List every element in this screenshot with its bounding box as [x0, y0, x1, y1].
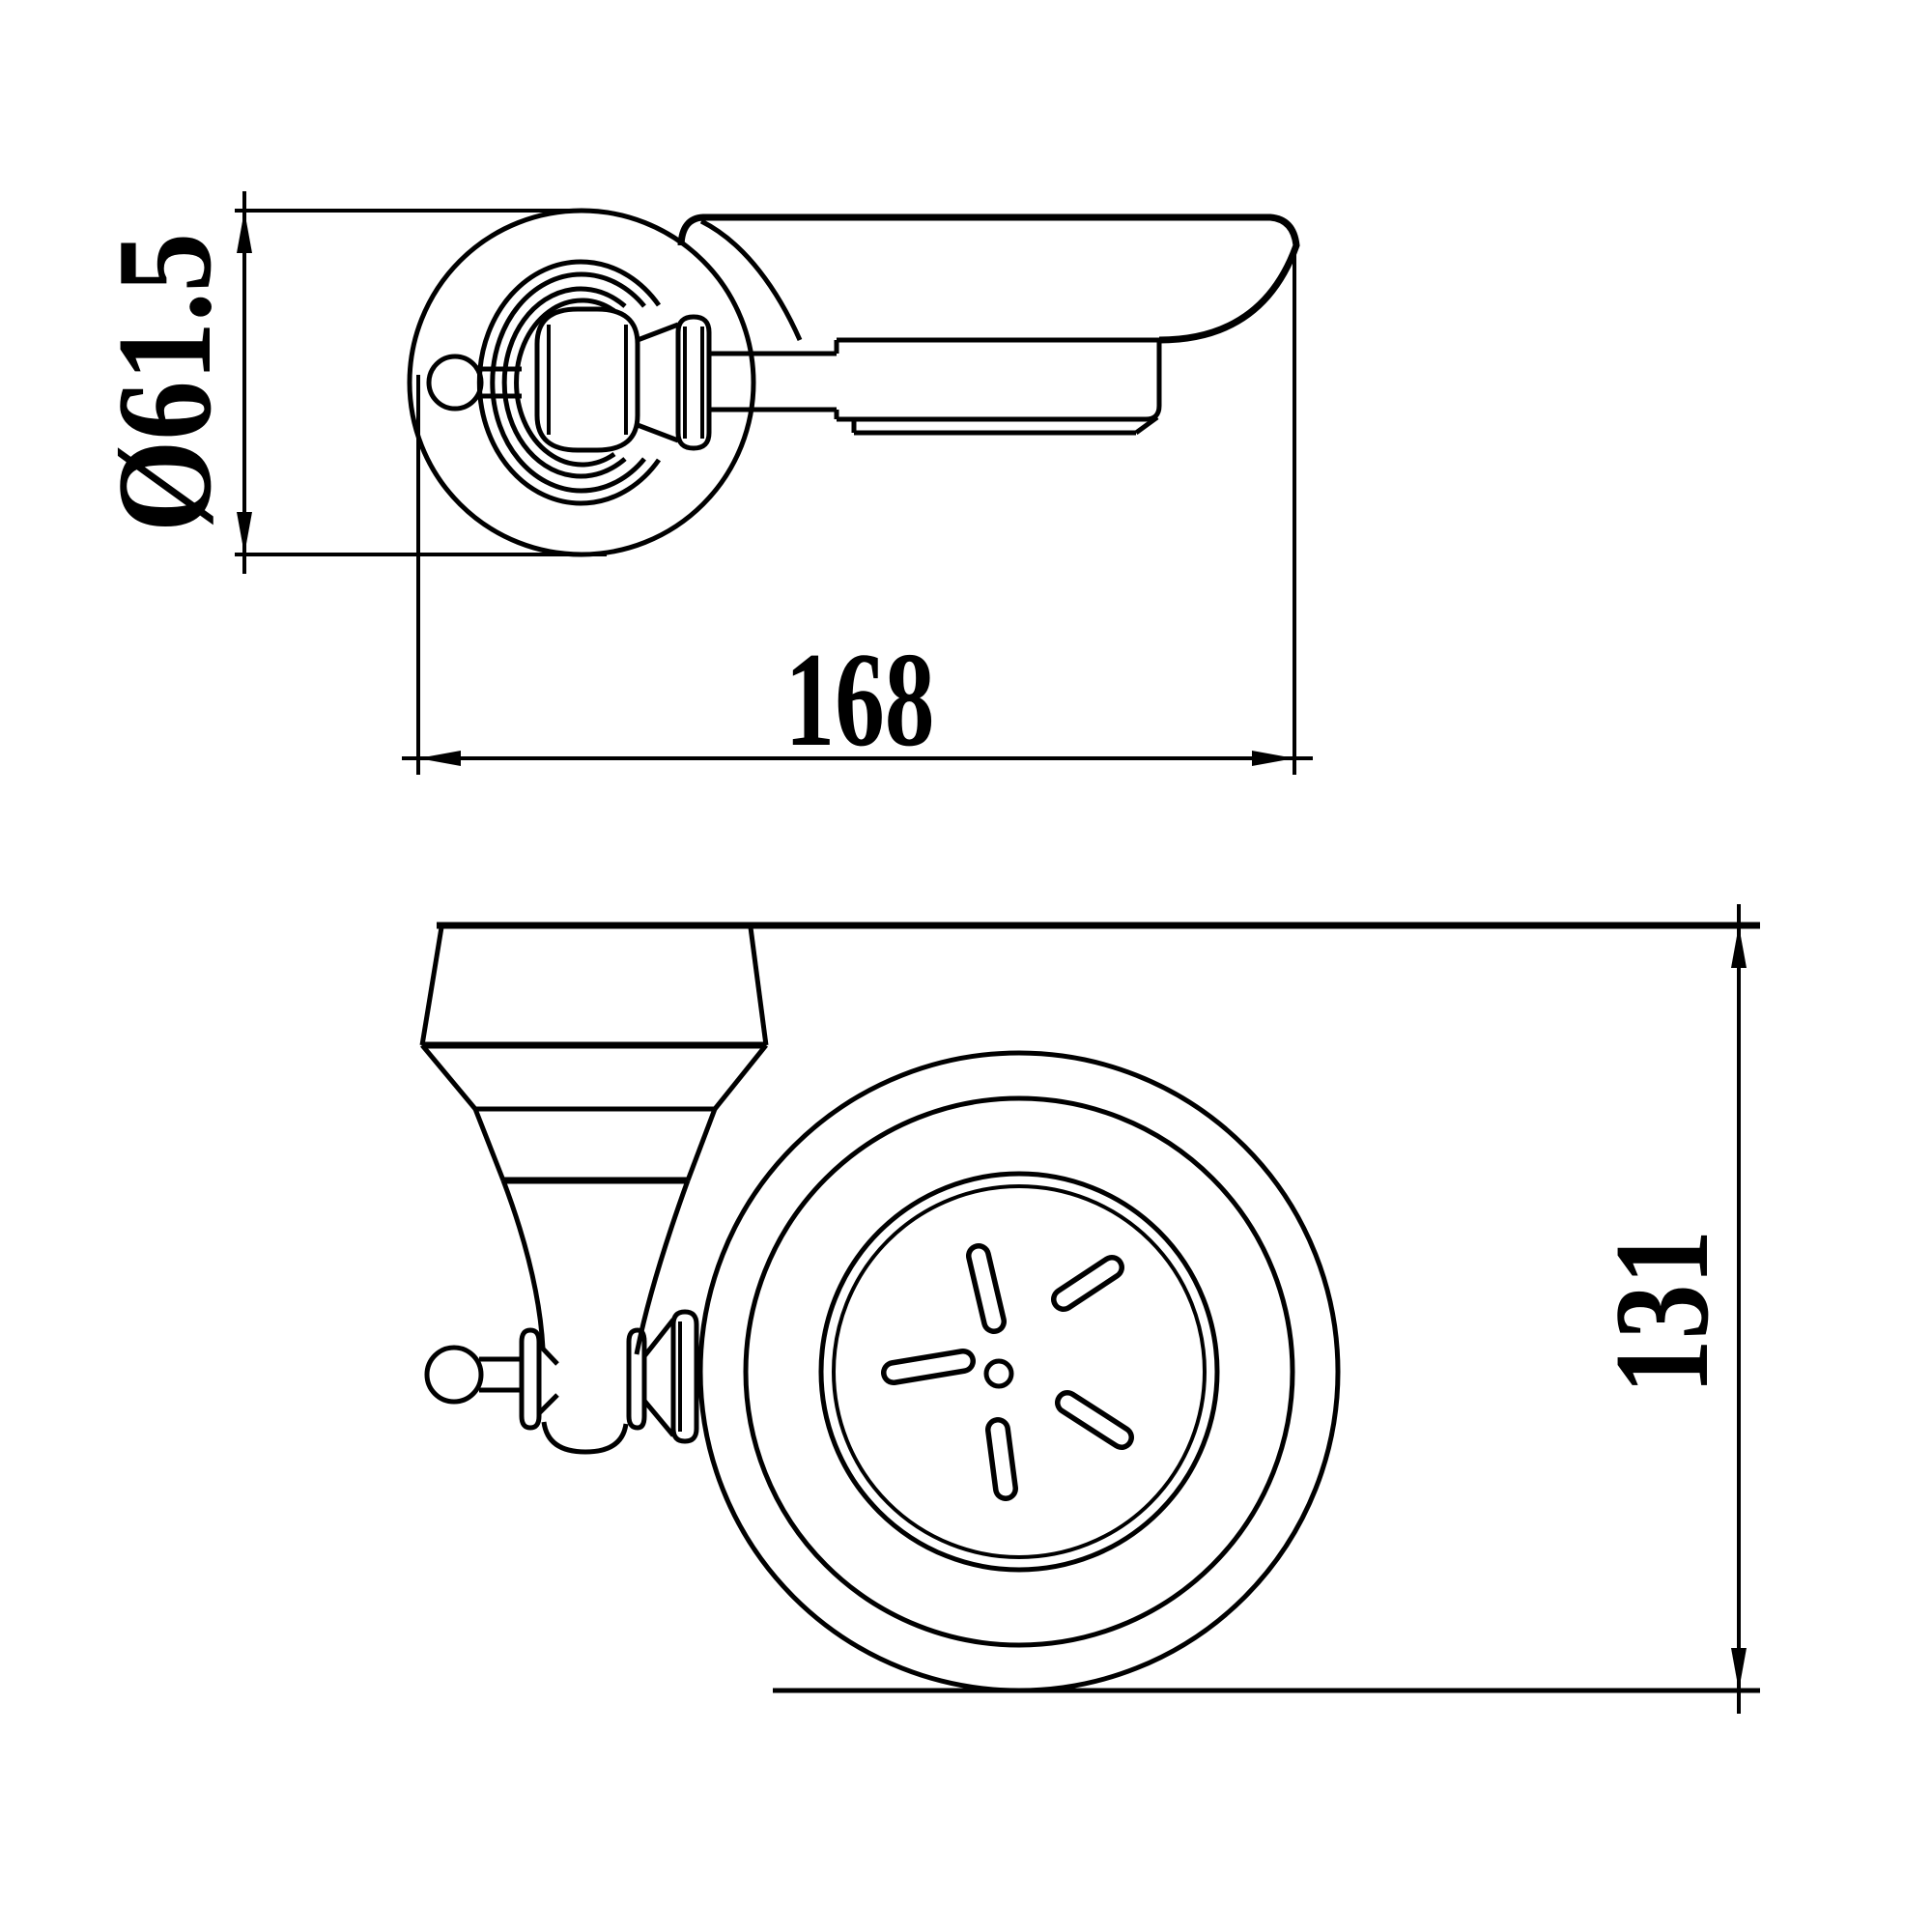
bracket-side-left-2 — [420, 1043, 477, 1111]
ball-knob-plan — [424, 1345, 484, 1405]
collar-flare-top — [637, 322, 679, 343]
bracket-side-right-1 — [748, 926, 769, 1046]
dish-well-circle — [818, 1171, 1220, 1573]
bracket-side-right-2 — [713, 1043, 768, 1111]
dimension-label-overall-width: 168 — [785, 625, 935, 775]
knob-disc-flare-bottom — [537, 1393, 559, 1415]
arrowhead-up — [1731, 925, 1747, 968]
dish-rim-inner-circle — [743, 1095, 1295, 1648]
dimension-overall-depth: 131 — [1587, 904, 1747, 1714]
collar-disc-plan — [670, 1309, 699, 1444]
stem-foot — [541, 1421, 629, 1455]
arrowhead-up — [237, 211, 252, 253]
cone-ring-outer-inner-edge — [490, 271, 646, 494]
top-view: Ø61.5 168 — [90, 191, 1313, 775]
bowl-left-wall — [699, 218, 803, 342]
bottom-view: 131 — [419, 904, 1760, 1714]
stem-side-left — [500, 1179, 546, 1350]
ball-knob — [426, 354, 484, 412]
dimension-overall-width: 168 — [402, 247, 1313, 775]
bracket-side-left-3 — [472, 1108, 506, 1181]
arrowhead-right — [1252, 751, 1294, 766]
bracket-side-right-3 — [685, 1108, 718, 1181]
stem-side-right — [634, 1179, 691, 1355]
neck-barrel — [534, 306, 640, 453]
collar-flare-top-plan — [642, 1318, 675, 1358]
dimension-label-overall-depth: 131 — [1587, 1230, 1737, 1394]
bracket-side-left-1 — [419, 926, 444, 1046]
collar-flare-bottom — [637, 422, 679, 443]
cone-ring-mid-inner-edge — [514, 298, 616, 468]
drain-slots — [881, 1243, 1134, 1501]
arrowhead-down — [237, 512, 252, 554]
cone-ring-mid — [501, 286, 627, 479]
drain-center-hole — [983, 1358, 1014, 1389]
knob-disc — [519, 1327, 542, 1431]
stem-collar-disc — [626, 1327, 647, 1431]
knob-disc-flare-top — [537, 1343, 559, 1366]
dish-outer-circle — [697, 1050, 1341, 1693]
arrowhead-down — [1731, 1648, 1747, 1690]
arrowhead-left — [418, 751, 461, 766]
bowl-rim-and-underside — [677, 213, 1300, 344]
dimension-label-flange-diameter: Ø61.5 — [90, 233, 240, 532]
holder-plate-right-chamfer — [1134, 414, 1159, 436]
dimension-flange-diameter: Ø61.5 — [90, 191, 607, 574]
dish-well-inner-circle — [832, 1184, 1207, 1559]
collar-disc — [675, 314, 712, 451]
collar-flare-bottom-plan — [642, 1399, 675, 1437]
holder-ring-right — [1145, 340, 1162, 422]
